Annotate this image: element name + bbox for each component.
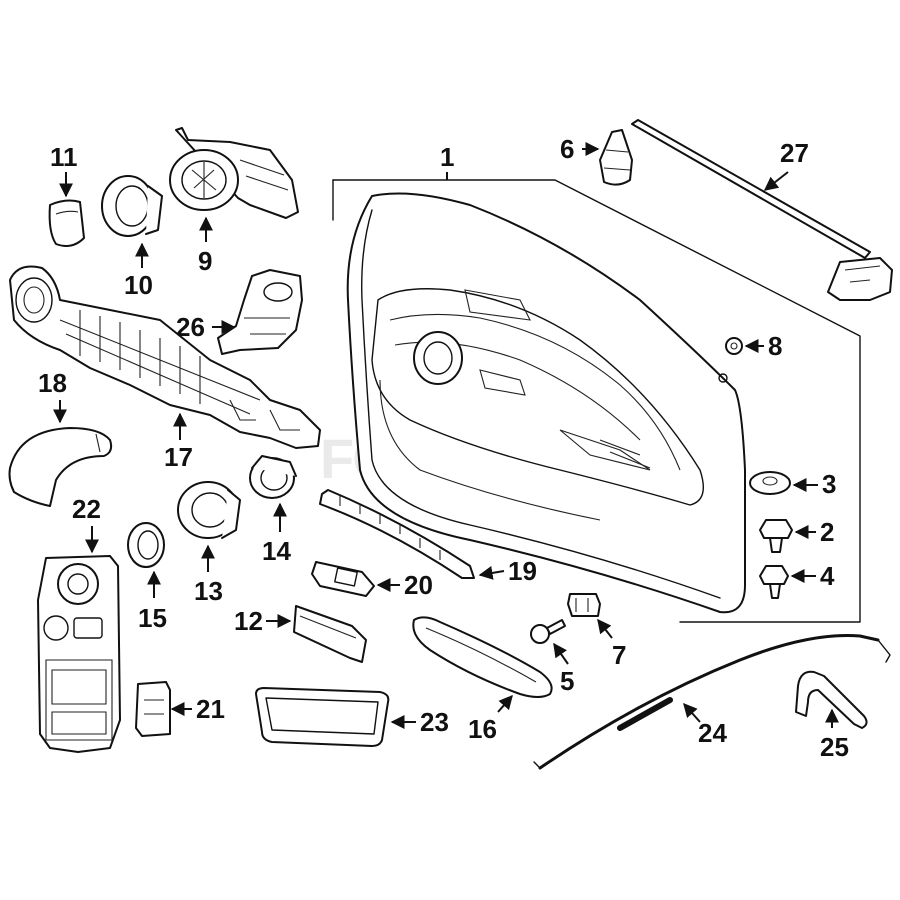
callout-21: 21: [196, 694, 225, 724]
callout-1: 1: [440, 142, 454, 172]
part-2-push-clip[interactable]: [759, 519, 793, 553]
callout-27: 27: [780, 138, 809, 168]
callout-22: 22: [72, 494, 101, 524]
callout-15: 15: [138, 603, 167, 633]
callout-8: 8: [768, 331, 782, 361]
part-21-switch[interactable]: [135, 681, 171, 737]
callout-16: 16: [468, 714, 497, 744]
part-6-clip[interactable]: [599, 129, 633, 186]
part-10-ring-bezel[interactable]: [101, 175, 163, 237]
part-1-door-panel[interactable]: [332, 179, 861, 623]
part-16-pull-handle-trim[interactable]: [412, 616, 553, 698]
part-5-screw[interactable]: [530, 619, 566, 644]
part-12-trim-strip[interactable]: [293, 605, 367, 663]
part-26-bracket[interactable]: [217, 269, 303, 355]
part-9-speaker-housing[interactable]: [169, 127, 299, 219]
callout-13: 13: [194, 576, 223, 606]
callout-2: 2: [820, 517, 834, 547]
part-7-connector[interactable]: [567, 593, 601, 617]
part-13-speaker-ring[interactable]: [177, 481, 241, 539]
part-3-washer[interactable]: [749, 471, 791, 495]
part-14-small-ring[interactable]: [249, 455, 297, 499]
callout-14: 14: [262, 536, 291, 566]
part-25-hook-bracket[interactable]: [795, 670, 868, 729]
callout-25: 25: [820, 732, 849, 762]
callout-4: 4: [820, 561, 835, 591]
part-4-push-clip[interactable]: [759, 565, 789, 599]
callout-11: 11: [50, 142, 78, 172]
callout-9: 9: [198, 246, 212, 276]
part-22-switch-panel[interactable]: [37, 555, 121, 753]
part-17-armrest-carrier[interactable]: [9, 265, 321, 449]
callout-10: 10: [124, 270, 153, 300]
callout-6: 6: [560, 134, 574, 164]
part-11-cap[interactable]: [48, 199, 85, 247]
callout-20: 20: [404, 570, 433, 600]
callout-17: 17: [164, 442, 193, 472]
callout-5: 5: [560, 666, 574, 696]
callout-12: 12: [234, 606, 263, 636]
part-20-window-switch[interactable]: [311, 561, 375, 597]
callout-19: 19: [508, 556, 537, 586]
callout-23: 23: [420, 707, 449, 737]
callout-24: 24: [698, 718, 727, 748]
part-19-trim-strip[interactable]: [319, 489, 475, 579]
part-27-window-weatherstrip[interactable]: [631, 119, 893, 301]
part-18-handle-cover[interactable]: [8, 427, 113, 507]
callout-18: 18: [38, 368, 67, 398]
part-15-clip-ring[interactable]: [127, 522, 165, 568]
callout-3: 3: [822, 469, 836, 499]
part-24-cable[interactable]: [533, 634, 891, 770]
callout-7: 7: [612, 640, 626, 670]
part-8-grommet[interactable]: [725, 337, 743, 355]
part-23-storage-tray[interactable]: [255, 687, 390, 747]
